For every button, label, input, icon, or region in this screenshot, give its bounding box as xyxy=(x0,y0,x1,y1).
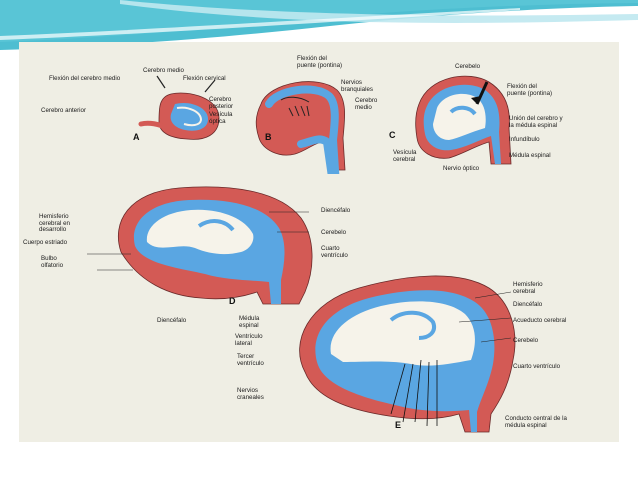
label-vesicula-cerebral: Vesícula cerebral xyxy=(393,149,417,163)
label-bulbo-olfatorio: Bulbo olfatorio xyxy=(41,255,64,269)
label-flexion-cervical: Flexión cervical xyxy=(183,75,226,82)
panel-d-drawing xyxy=(117,186,313,305)
label-tercer-ventriculo: Tercer ventrículo xyxy=(237,353,264,367)
label-ventriculo-lateral: Ventrículo lateral xyxy=(235,333,263,347)
label-acueducto-cerebral: Acueducto cerebral xyxy=(513,317,567,324)
panel-b-drawing xyxy=(255,81,346,174)
diagram-canvas xyxy=(87,75,516,433)
panel-letter-c: C xyxy=(389,130,396,140)
label-diencefalo-e: Diencéfalo xyxy=(513,301,543,308)
label-cuarto-ventriculo-e: Cuarto ventrículo xyxy=(513,363,561,370)
panel-e-drawing xyxy=(299,275,516,433)
panel-letter-a: A xyxy=(133,132,140,142)
label-nervio-optico: Nervio óptico xyxy=(443,165,480,172)
label-medula-espinal-c: Médula espinal xyxy=(509,152,551,159)
label-cuarto-ventriculo-d: Cuarto ventrículo xyxy=(321,245,348,259)
panel-letter-e: E xyxy=(395,420,402,430)
label-vesicula-optica: Vesícula óptica xyxy=(209,111,233,125)
label-infundibulo: Infundíbulo xyxy=(509,136,540,143)
panel-letter-d: D xyxy=(229,296,236,306)
brain-development-figure: A B C D E Cerebro medio Flexión del cere… xyxy=(19,42,619,442)
label-nervios-branquiales: Nervios branquiales xyxy=(341,79,373,93)
label-flexion-cerebro-medio: Flexión del cerebro medio xyxy=(49,75,121,82)
panel-letter-b: B xyxy=(265,132,272,142)
label-diencefalo-d-top: Diencéfalo xyxy=(321,207,351,214)
label-flexion-puente-c: Flexión del puente (pontina) xyxy=(507,83,553,97)
label-cerebro-anterior: Cerebro anterior xyxy=(41,107,87,114)
label-cuerpo-estriado: Cuerpo estriado xyxy=(23,239,68,246)
label-conducto-central: Conducto central de la médula espinal xyxy=(505,415,567,429)
label-nervios-craneales: Nervios craneales xyxy=(237,387,264,401)
header-wave-decoration xyxy=(0,0,638,50)
label-union-cerebro-medula: Unión del cerebro y la médula espinal xyxy=(509,115,563,129)
panel-a-drawing xyxy=(138,75,220,140)
label-hemisferio-desarrollo: Hemisferio cerebral en desarrollo xyxy=(39,213,70,234)
label-medula-espinal-d: Médula espinal xyxy=(239,315,260,329)
label-cerebro-medio-b: Cerebro medio xyxy=(355,97,378,111)
label-flexion-puente-b: Flexión del puente (pontina) xyxy=(297,55,343,69)
label-cerebelo-e: Cerebelo xyxy=(513,337,539,344)
panel-c-drawing xyxy=(415,75,512,165)
label-cerebelo-c: Cerebelo xyxy=(455,63,481,70)
label-cerebro-posterior: Cerebro posterior xyxy=(209,96,234,110)
label-cerebro-medio-a: Cerebro medio xyxy=(143,67,184,74)
label-diencefalo-d-bottom: Diencéfalo xyxy=(157,317,187,324)
label-hemisferio-cerebral-e: Hemisferio cerebral xyxy=(513,281,543,295)
label-cerebelo-d: Cerebelo xyxy=(321,229,347,236)
